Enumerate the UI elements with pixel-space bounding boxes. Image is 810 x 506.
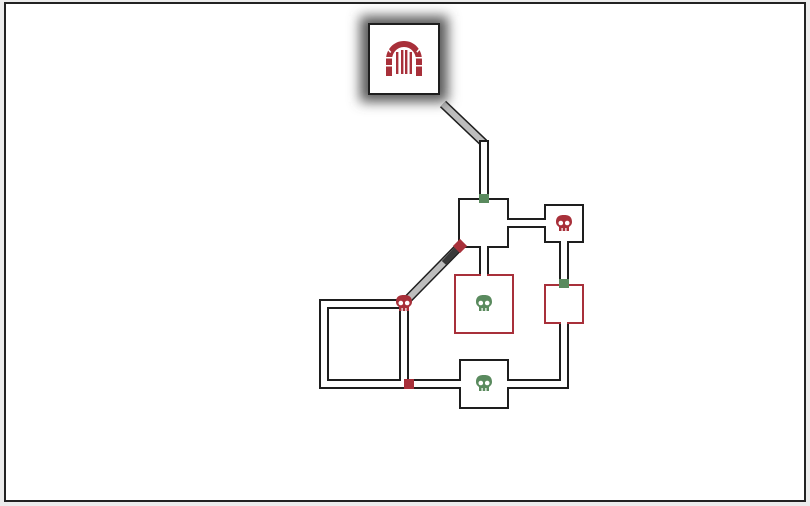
room-center[interactable] <box>454 273 514 334</box>
corridors <box>319 100 569 389</box>
skull-icon <box>556 215 572 231</box>
door-east-red-top[interactable] <box>559 279 569 288</box>
stair-diagonal[interactable] <box>402 241 465 305</box>
doors <box>404 194 569 389</box>
room-east-small[interactable] <box>543 204 584 244</box>
corridor-entrance-hub[interactable] <box>479 140 489 204</box>
room-south[interactable] <box>458 359 510 409</box>
corridor-east-vertical[interactable] <box>559 240 569 288</box>
corridor-hub-east[interactable] <box>505 218 548 228</box>
corridor-west-south[interactable] <box>399 379 463 389</box>
corridor-hub-center[interactable] <box>479 244 489 278</box>
room-hub[interactable] <box>458 198 510 249</box>
door-hub-north[interactable] <box>479 194 489 203</box>
skull-icon <box>476 295 492 311</box>
corridor-east-south[interactable] <box>505 320 569 389</box>
west-loop-ring[interactable] <box>319 299 409 389</box>
room-entrance[interactable] <box>360 16 448 102</box>
door-west-bottom[interactable] <box>404 379 414 389</box>
room-east-red[interactable] <box>544 284 584 325</box>
door-diagonal-top[interactable] <box>452 238 468 254</box>
skull-icon[interactable] <box>396 295 412 311</box>
gate-arch-icon <box>385 41 423 76</box>
skull-icon <box>476 375 492 391</box>
stair-entrance[interactable] <box>439 100 488 147</box>
